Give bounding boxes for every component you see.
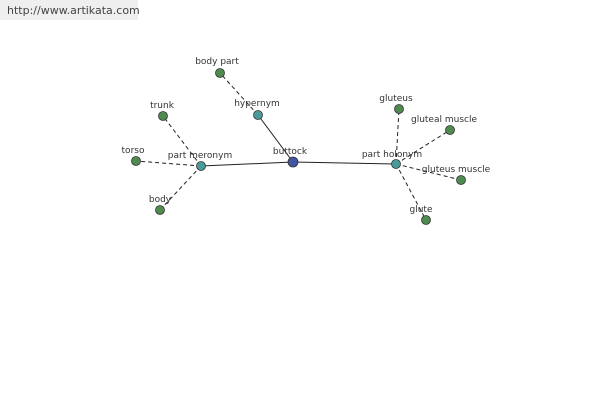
node-label-trunk: trunk [150,101,175,111]
node-gluteus[interactable]: gluteus [379,94,413,114]
node-label-part-holonym: part holonym [362,150,422,160]
node-label-hypernym: hypernym [234,99,280,109]
node-dot-glute[interactable] [421,215,431,225]
node-label-body: body [149,195,172,205]
node-label-part-meronym: part meronym [168,151,232,161]
edge-buttock-to-part-meronym [200,161,294,167]
edge-part-holonym-to-glute [395,163,427,221]
edge-part-meronym-to-torso [135,160,202,167]
edge-buttock-to-hypernym [257,114,294,163]
edge-part-meronym-to-body [159,165,202,211]
node-glute[interactable]: glute [410,205,433,225]
edge-part-holonym-to-gluteus [395,108,400,165]
node-dot-gluteus-muscle[interactable] [456,175,466,185]
graph-edges [135,72,462,221]
node-body-part[interactable]: body part [195,57,239,78]
node-label-torso: torso [122,146,145,156]
edge-hypernym-to-body-part [219,72,259,116]
node-label-gluteus: gluteus [379,94,413,104]
node-dot-hypernym[interactable] [253,110,263,120]
node-dot-gluteal-muscle[interactable] [445,125,455,135]
node-dot-torso[interactable] [131,156,141,166]
node-trunk[interactable]: trunk [150,101,175,121]
edge-part-holonym-to-gluteal-muscle [395,129,451,165]
node-label-glute: glute [410,205,433,215]
node-gluteal-muscle[interactable]: gluteal muscle [411,115,477,135]
node-buttock[interactable]: buttock [273,147,308,168]
node-gluteus-muscle[interactable]: gluteus muscle [422,165,491,185]
graph-nodes: buttock hypernym part meronym part holonym b… [122,57,491,225]
node-dot-body-part[interactable] [215,68,225,78]
node-torso[interactable]: torso [122,146,145,166]
edge-part-meronym-to-trunk [162,115,202,167]
site-banner: http://www.artikata.com [0,0,140,20]
node-part-meronym[interactable]: part meronym [168,151,232,171]
node-label-body-part: body part [195,57,239,67]
node-dot-buttock[interactable] [287,156,299,168]
edge-buttock-to-part-holonym [292,161,397,165]
node-hypernym[interactable]: hypernym [234,99,280,120]
node-label-buttock: buttock [273,147,308,157]
node-part-holonym[interactable]: part holonym [362,150,422,169]
node-dot-part-meronym[interactable] [196,161,206,171]
node-label-gluteal-muscle: gluteal muscle [411,115,477,125]
node-dot-gluteus[interactable] [394,104,404,114]
site-url-link[interactable]: http://www.artikata.com [7,4,140,17]
node-label-gluteus-muscle: gluteus muscle [422,165,491,175]
node-dot-trunk[interactable] [158,111,168,121]
node-dot-part-holonym[interactable] [391,159,401,169]
node-dot-body[interactable] [155,205,165,215]
node-body[interactable]: body [149,195,172,215]
